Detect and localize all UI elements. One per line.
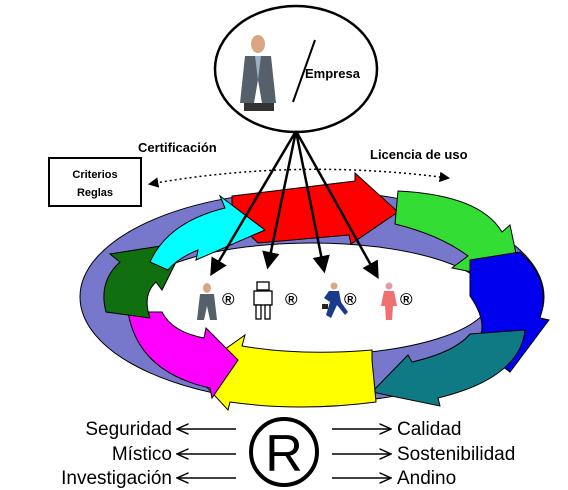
registered-symbol-large: R xyxy=(249,417,319,487)
license-arrow-3 xyxy=(294,130,330,274)
criteria-box xyxy=(48,157,142,207)
values-right: Calidad Sostenibilidad Andino xyxy=(397,419,515,489)
registered-mark: ® xyxy=(344,290,357,309)
registered-mark: ® xyxy=(400,290,413,309)
certification-license-dotted-arrow xyxy=(147,168,451,188)
license-arrow-1 xyxy=(210,130,298,277)
businessman-icon xyxy=(240,35,276,111)
registered-symbol-letter: R xyxy=(265,425,303,483)
value-left: Investigación xyxy=(61,468,172,489)
arrow-segment-cyan xyxy=(149,194,266,271)
license-label: Licencia de uso xyxy=(370,147,468,162)
license-arrow-2 xyxy=(262,130,298,270)
robot-figure-icon xyxy=(253,281,273,320)
arrow-segment-magenta xyxy=(127,311,239,400)
value-right: Calidad xyxy=(397,419,461,440)
certification-label: Certificación xyxy=(138,140,217,155)
value-right: Andino xyxy=(397,468,456,489)
arrow-segment-teal xyxy=(371,329,526,407)
value-left: Seguridad xyxy=(85,419,172,440)
running-businessman-icon xyxy=(322,282,348,318)
value-right: Sostenibilidad xyxy=(397,444,515,465)
registered-mark: ® xyxy=(222,290,235,309)
criteria-box-line1: Criterios xyxy=(72,169,117,181)
company-label: Empresa xyxy=(305,66,361,81)
criteria-box-line2: Reglas xyxy=(77,187,113,199)
registered-mark: ® xyxy=(285,290,298,309)
registered-marks: ® ® ® ® xyxy=(222,290,413,309)
value-arrows xyxy=(177,429,391,478)
company-divider xyxy=(292,39,316,103)
license-arrows xyxy=(210,130,379,280)
businessman-icon xyxy=(197,283,217,320)
license-arrow-4 xyxy=(294,130,379,280)
values-left: Seguridad Místico Investigación xyxy=(61,419,172,489)
value-left: Místico xyxy=(112,444,172,465)
woman-figure-icon xyxy=(381,282,397,320)
